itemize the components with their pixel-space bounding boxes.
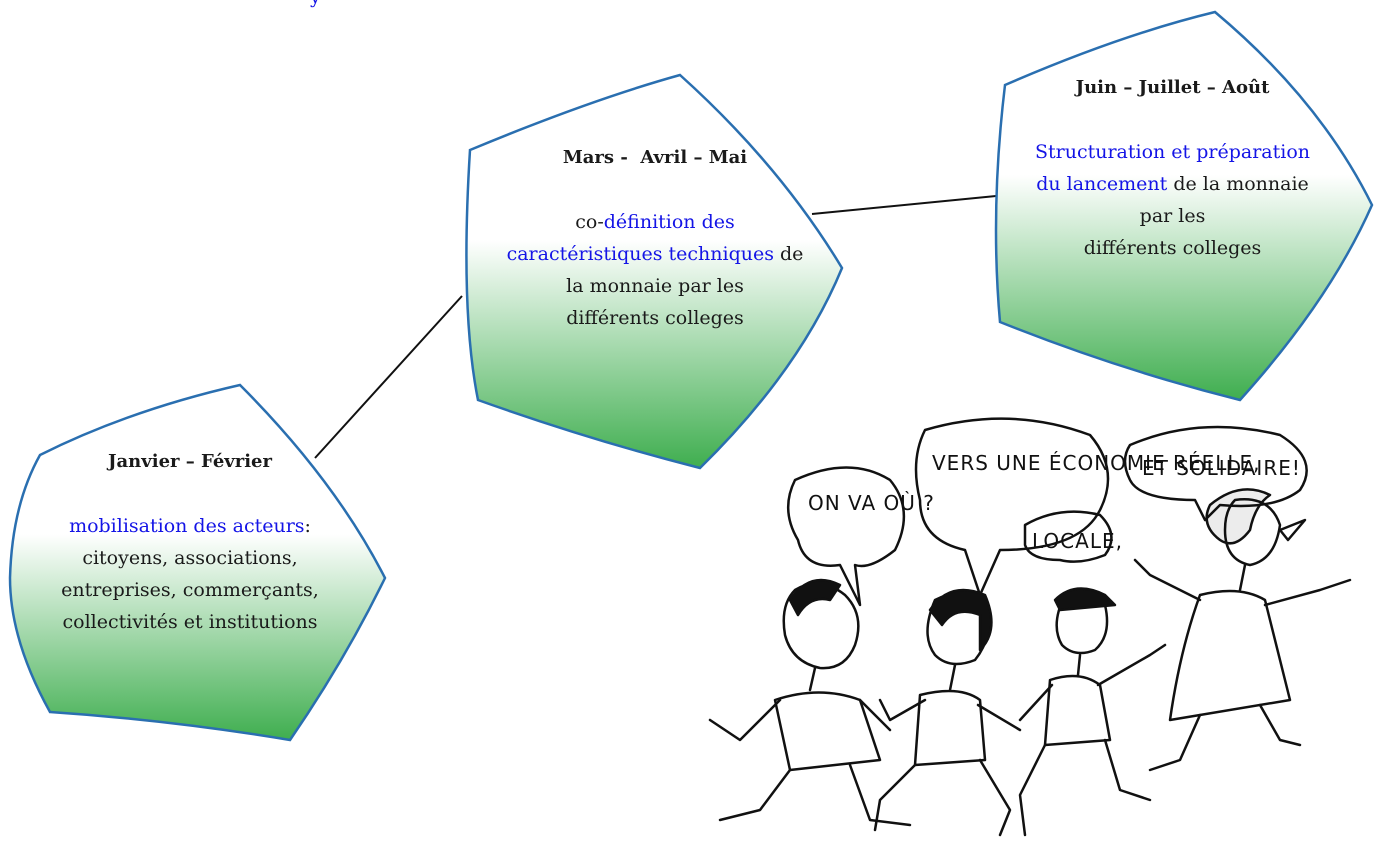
stage-2-line-4: différents colleges [566,307,744,329]
stage-2-text: Mars - Avril – Mai co-définition des car… [470,142,840,334]
figure-man [708,578,912,827]
stage-3-title: Juin – Juillet – Août [1075,77,1270,98]
stage-shape-2 [465,73,844,470]
figure-woman-right [1133,488,1352,772]
svg-text:LOCALE,: LOCALE, [1032,529,1123,553]
connector-2-3 [811,195,997,215]
svg-text:ON VA OÙ ?: ON VA OÙ ? [808,491,935,515]
speech-bubble-3: LOCALE, [1023,510,1123,563]
speech-bubble-2: VERS UNE ÉCONOMIE RÉELLE, [914,417,1261,597]
stage-1-text: Janvier – Février mobilisation des acteu… [10,446,370,638]
stage-1-line-3: entreprises, commerçants, [61,579,319,601]
stage-1-line-2: citoyens, associations, [82,547,298,569]
svg-text:ET SOLIDAIRE!: ET SOLIDAIRE! [1142,456,1301,480]
stage-2-title: Mars - Avril – Mai [562,147,748,168]
running-people-illustration: ON VA OÙ ? VERS UNE ÉCONOMIE RÉELLE, LOC… [708,417,1352,837]
stage-2-line-2: caractéristiques techniques de [506,243,804,265]
stage-3-line-1: Structuration et préparation [1034,141,1311,163]
top-text-fragment: y [310,0,321,8]
stage-1-line-4: collectivités et institutions [62,611,318,633]
stage-3-text: Juin – Juillet – Août Structuration et p… [1000,72,1345,264]
speech-bubble-1: ON VA OÙ ? [786,466,935,607]
stage-2-line-3: la monnaie par les [566,275,744,297]
svg-text:VERS UNE ÉCONOMIE RÉELLE,: VERS UNE ÉCONOMIE RÉELLE, [932,451,1261,475]
stage-shape-3 [994,10,1374,402]
stage-1-title: Janvier – Février [108,451,272,472]
stage-1-line-1: mobilisation des acteurs: [69,515,311,537]
stage-2-line-1: co-définition des [575,211,735,233]
figure-man-cap [1018,587,1167,837]
stage-shape-1 [8,383,387,742]
stage-3-line-3: par les [1139,205,1206,227]
stage-3-line-4: différents colleges [1083,237,1262,259]
stage-3-line-2: du lancement de la monnaie [1036,173,1309,195]
speech-bubble-4: ET SOLIDAIRE! [1123,425,1308,522]
figure-woman-left [873,588,1022,837]
connector-1-2 [314,295,463,459]
